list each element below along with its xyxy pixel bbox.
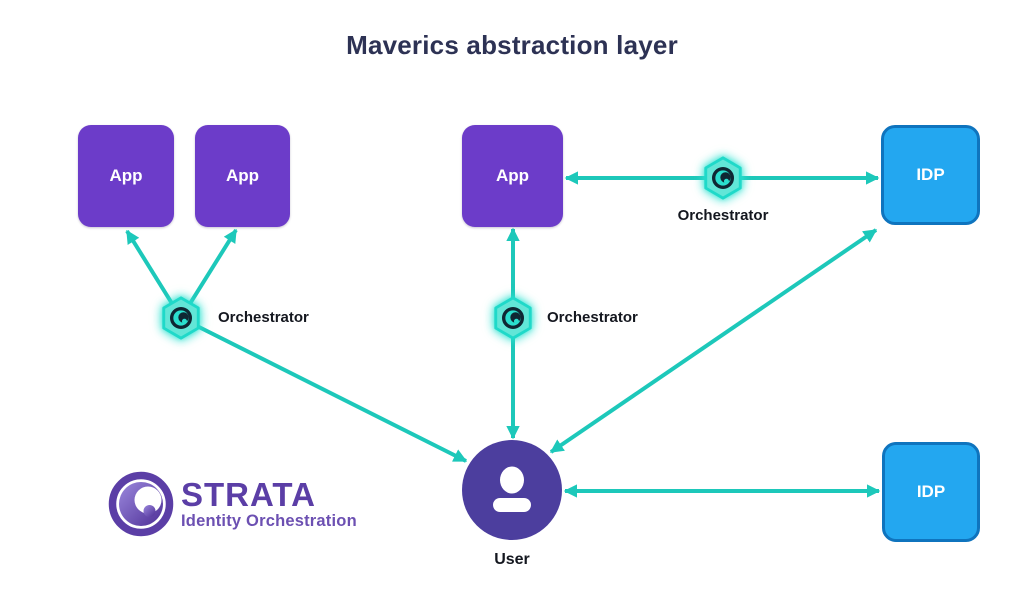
diagram-title: Maverics abstraction layer bbox=[346, 30, 678, 60]
user-node-label: User bbox=[494, 551, 530, 568]
app-node-2-label: App bbox=[225, 166, 260, 185]
app-node-1: App bbox=[78, 125, 174, 227]
user-node bbox=[462, 440, 562, 540]
orchestrator-hexagon-icon bbox=[162, 296, 200, 340]
idp-node-top: IDP bbox=[881, 125, 980, 225]
strata-logo: STRATA Identity Orchestration bbox=[106, 469, 357, 539]
app-node-1-label: App bbox=[109, 166, 143, 185]
strata-logo-name: STRATA bbox=[181, 475, 316, 513]
idp-node-bottom-label: IDP bbox=[916, 482, 946, 501]
app-node-3-label: App bbox=[495, 166, 530, 185]
idp-node-top-label: IDP bbox=[916, 165, 945, 184]
strata-logo-tagline: Identity Orchestration bbox=[181, 511, 357, 530]
orchestrator-hexagon-icon bbox=[704, 156, 742, 200]
idp-node-bottom: IDP bbox=[882, 442, 980, 542]
connector-line bbox=[549, 228, 878, 454]
strata-wave-icon bbox=[108, 471, 174, 537]
orchestrator-label-top: Orchestrator bbox=[677, 207, 769, 224]
app-node-3: App bbox=[462, 125, 563, 227]
orchestrator-hexagon-icon bbox=[494, 296, 532, 340]
app-node-2: App bbox=[195, 125, 290, 227]
orchestrator-label-center: Orchestrator bbox=[547, 309, 638, 326]
person-icon bbox=[493, 466, 531, 512]
orchestrator-label-left: Orchestrator bbox=[218, 309, 309, 326]
connector-line bbox=[180, 316, 468, 463]
